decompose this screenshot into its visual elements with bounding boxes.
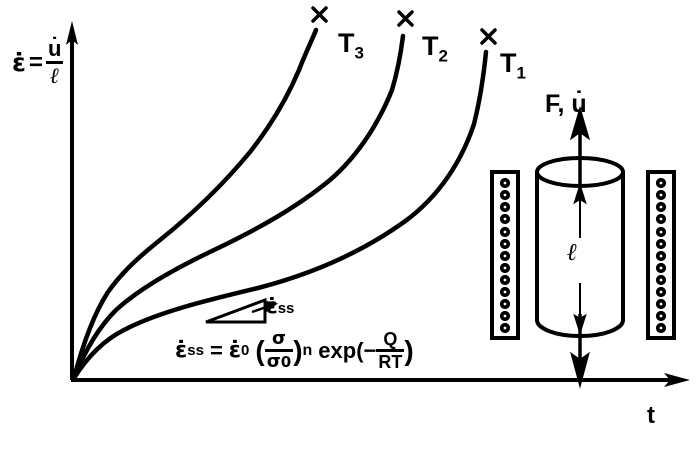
curve-label-T2-subscript: 2: [438, 46, 448, 66]
slope-callout-arrow: [251, 300, 278, 314]
rupture-marker-T3: [311, 6, 328, 23]
creep-curves-group: [71, 27, 489, 381]
heater-right: [646, 170, 676, 340]
heater-left: [490, 170, 520, 340]
curve-label-T3: T3: [338, 28, 364, 63]
creep-law-equation: ε̇ss = ε̇0 ( σ σ0 )n exp( − Q RT ): [175, 328, 414, 372]
curve-label-T3-subscript: 3: [354, 43, 364, 63]
equation-activation-numerator: Q: [383, 329, 398, 349]
equation-activation-denominator: RT: [378, 352, 403, 372]
rupture-marker-T2: [397, 10, 414, 27]
equation-stress-fraction-bar: [264, 349, 294, 352]
steady-state-rate-label: ε̇ss: [266, 296, 294, 317]
y-axis-fraction: u̇ ℓ: [45, 36, 64, 89]
curve-label-T2: T2: [422, 31, 448, 66]
force-arrow-up: [569, 105, 591, 141]
equation-equals-sign: =: [209, 337, 223, 363]
y-axis-equals-sign: =: [28, 48, 43, 76]
equation-activation-fraction-bar: [376, 349, 405, 352]
curve-label-T2-base: T: [422, 31, 439, 61]
equation-stress-denominator: σ: [266, 351, 281, 372]
specimen-length-label: ℓ: [567, 237, 578, 266]
equation-prefactor-symbol: ε̇: [228, 337, 242, 363]
equation-open-paren: (: [255, 334, 265, 366]
y-axis-fraction-bar: [45, 61, 64, 64]
steady-state-rate-subscript: ss: [277, 300, 295, 317]
equation-stress-denominator-subscript: 0: [280, 353, 292, 371]
heater-right-coils: [655, 177, 667, 334]
curve-label-T1-subscript: 1: [516, 63, 526, 83]
equation-prefactor-subscript: 0: [241, 342, 250, 359]
slope-triangle: [205, 297, 267, 324]
x-axis-arrowhead: [664, 373, 690, 387]
equation-minus-sign: −: [363, 337, 377, 363]
steady-state-rate-symbol: ε̇: [266, 294, 278, 318]
x-axis-label: t: [647, 402, 655, 429]
y-axis-fraction-numerator: u̇: [47, 36, 62, 61]
curve-label-T3-base: T: [338, 28, 355, 58]
curve-T1: [71, 49, 489, 381]
heater-right-body: [646, 170, 676, 340]
y-axis-label: ε̇ = u̇ ℓ: [12, 36, 64, 89]
equation-close-paren: ): [293, 334, 303, 366]
equation-exp-function: exp(: [318, 337, 364, 363]
equation-lhs-subscript: ss: [187, 342, 204, 359]
y-axis-strain-rate-symbol: ε̇: [12, 48, 26, 77]
equation-exp-close-paren: ): [404, 334, 414, 366]
heater-left-coils: [499, 177, 511, 334]
curve-T3: [71, 27, 319, 381]
y-axis-fraction-denominator: ℓ: [49, 63, 60, 89]
equation-activation-ratio: Q RT: [376, 329, 405, 372]
equation-stress-numerator: σ: [271, 328, 286, 349]
equation-stress-exponent: n: [302, 341, 313, 359]
length-arrow-down: [573, 313, 587, 336]
force-arrow-down: [570, 351, 590, 389]
length-arrow-up: [573, 182, 587, 205]
curve-label-T1-base: T: [500, 48, 517, 78]
rupture-marker-T1: [480, 28, 497, 45]
heater-left-body: [490, 170, 520, 340]
axes-group: [66, 21, 690, 387]
length-dimension: [573, 182, 587, 336]
specimen-force-label: F, u̇: [545, 90, 587, 118]
equation-lhs-symbol: ε̇: [175, 337, 188, 363]
y-axis-arrowhead: [66, 21, 78, 45]
curve-T2: [71, 33, 406, 381]
curve-label-T1: T1: [500, 48, 526, 83]
rupture-markers-group: [311, 6, 497, 45]
equation-stress-ratio: σ σ0: [264, 328, 294, 371]
equation-stress-denominator-wrap: σ0: [265, 352, 293, 371]
